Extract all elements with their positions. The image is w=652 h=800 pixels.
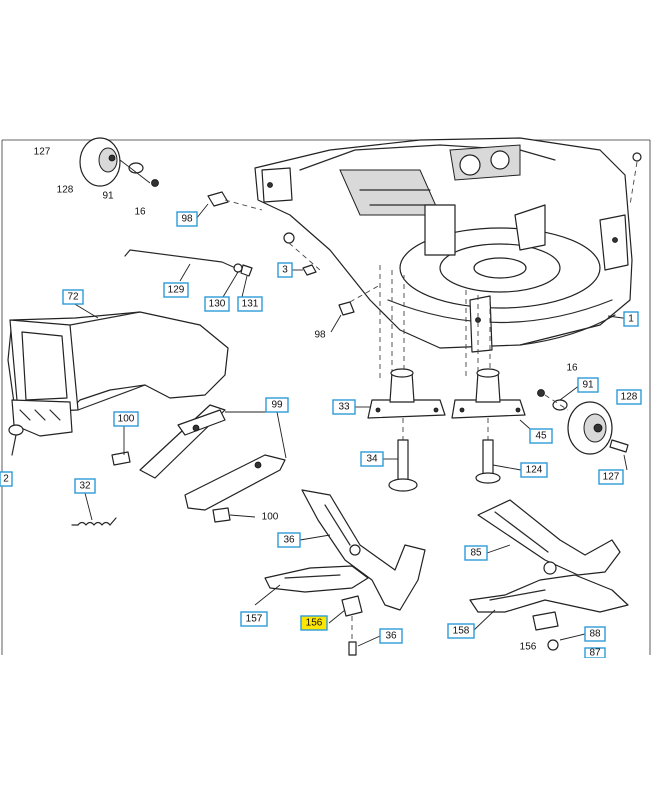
grass-chute (7, 311, 229, 437)
callout-36-top: 36 (283, 535, 295, 546)
alignment-lines (379, 265, 491, 380)
rear-wheel-assembly (537, 389, 629, 455)
callout-99: 99 (271, 400, 283, 411)
callout-16-right: 16 (566, 363, 578, 374)
callout-88: 88 (589, 629, 601, 640)
deflector-rod (124, 249, 253, 277)
callouts: 127 128 91 16 98 3 129 130 131 72 1 98 3… (0, 147, 642, 659)
callout-124: 124 (526, 465, 543, 476)
frame-lines (1, 139, 651, 655)
callout-131: 131 (242, 299, 259, 310)
callout-130: 130 (209, 299, 226, 310)
spindle-shafts (388, 418, 501, 492)
callout-156-highlighted: 156 (306, 618, 323, 629)
callout-129: 129 (168, 285, 185, 296)
callout-100-mid: 100 (262, 512, 279, 523)
callout-3: 3 (282, 265, 288, 276)
callout-91-left: 91 (102, 191, 114, 202)
callout-157: 157 (246, 614, 263, 625)
callout-16-left: 16 (134, 207, 146, 218)
right-blade (469, 499, 629, 651)
callout-2: 2 (3, 474, 9, 485)
callout-127-right: 127 (603, 472, 620, 483)
front-wheel-assembly (79, 137, 159, 187)
callout-87: 87 (589, 648, 601, 659)
callout-1: 1 (628, 314, 634, 325)
left-blade (264, 489, 426, 656)
small-hardware (207, 152, 642, 316)
callout-72: 72 (67, 292, 79, 303)
callout-128-right: 128 (621, 392, 638, 403)
callout-127-top: 127 (34, 147, 51, 158)
spring (71, 517, 117, 526)
callout-98-top: 98 (181, 214, 193, 225)
callout-128-left: 128 (57, 185, 74, 196)
callout-32: 32 (79, 481, 91, 492)
callout-100-left: 100 (118, 414, 135, 425)
callout-45: 45 (535, 431, 547, 442)
knob (8, 424, 24, 456)
spindle-housings (367, 368, 526, 419)
callout-158: 158 (453, 626, 470, 637)
callout-98-mid: 98 (314, 330, 326, 341)
height-adjust-links (111, 404, 286, 523)
leader-lines (72, 203, 631, 647)
callout-91-right: 91 (582, 380, 594, 391)
callout-36-bottom: 36 (385, 631, 397, 642)
callout-156-plain: 156 (520, 642, 537, 653)
mower-deck (254, 137, 633, 353)
callout-34: 34 (366, 454, 378, 465)
callout-33: 33 (338, 402, 350, 413)
blank-lower-area (0, 658, 652, 800)
callout-85: 85 (470, 548, 482, 559)
